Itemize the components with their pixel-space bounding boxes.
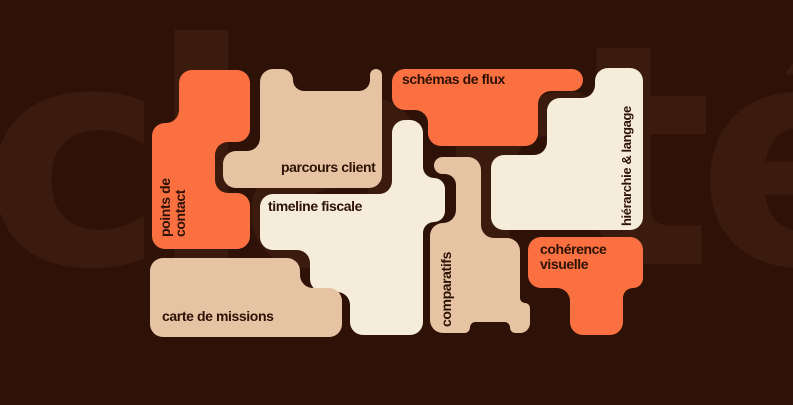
label-carte-de-missions: carte de missions <box>162 308 274 324</box>
label-schemas-de-flux: schémas de flux <box>402 71 505 87</box>
tile-carte-de-missions <box>150 258 342 337</box>
tile-coherence-visuelle <box>528 237 643 335</box>
label-comparatifs: comparatifs <box>438 252 454 327</box>
label-timeline-fiscale: timeline fiscale <box>268 198 362 214</box>
label-hierarchie-langage: hiérarchie & langage <box>619 106 634 226</box>
tile-comparatifs <box>430 157 530 333</box>
label-parcours-client: parcours client <box>281 159 376 175</box>
tile-hierarchie-langage <box>491 68 643 230</box>
tile-schemas-de-flux <box>392 69 583 146</box>
label-points-de-contact: points de contact <box>157 178 189 237</box>
tile-parcours-client <box>223 69 382 188</box>
label-coherence-visuelle: cohérence visuelle <box>540 241 607 273</box>
tile-timeline-fiscale <box>260 120 445 335</box>
tile-points-de-contact <box>152 70 250 249</box>
